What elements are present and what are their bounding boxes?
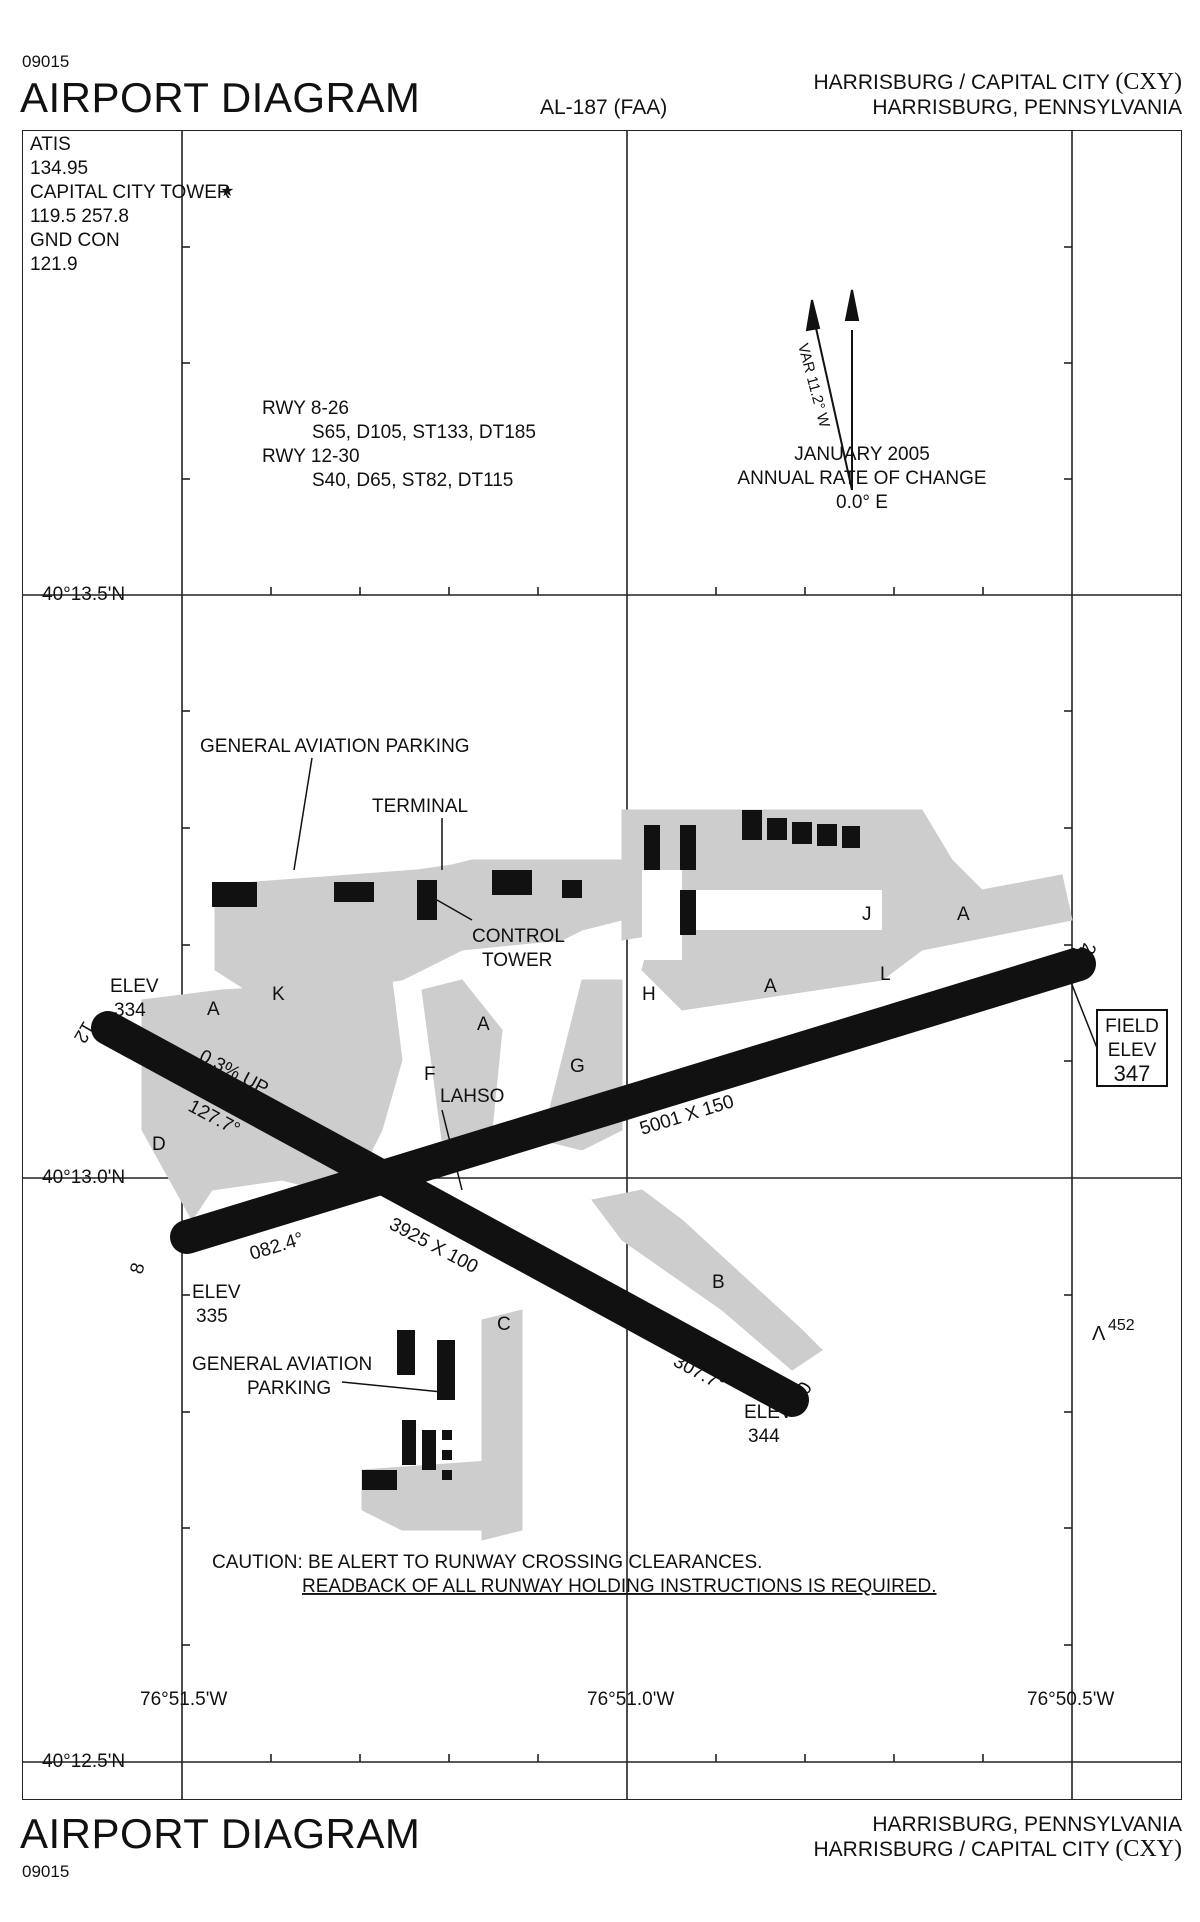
taxiway-f-area — [421, 979, 503, 1141]
chart-code-top: 09015 — [22, 52, 70, 71]
page-title: AIRPORT DIAGRAM — [20, 74, 421, 121]
taxiway-b — [591, 1189, 823, 1371]
elev-label-8: ELEV — [192, 1282, 241, 1303]
runway-8-26 — [170, 947, 1096, 1254]
elev-12: 334 — [114, 1000, 146, 1021]
magnetic-north-arrow — [805, 299, 821, 332]
twy-j: J — [862, 904, 872, 925]
chart-code-bottom: 09015 — [22, 1862, 70, 1881]
twy-d: D — [152, 1134, 166, 1155]
true-north-arrow — [844, 289, 860, 321]
lon-mid: 76°51.0'W — [587, 1689, 674, 1710]
lahso-label: LAHSO — [440, 1086, 504, 1107]
north-arrows — [805, 289, 860, 491]
runways — [91, 941, 1096, 1417]
twy-l: L — [880, 964, 891, 985]
airport-footer: HARRISBURG, PENNSYLVANIA HARRISBURG / CA… — [814, 1812, 1183, 1862]
twy-f: F — [424, 1064, 436, 1085]
gnd-freq: 121.9 — [30, 254, 78, 275]
footer-title: AIRPORT DIAGRAM — [20, 1810, 421, 1857]
map-frame — [22, 130, 1182, 1800]
twy-b: B — [712, 1272, 725, 1293]
airport-id: (CXY) — [1115, 69, 1182, 95]
twy-g: G — [570, 1056, 585, 1077]
airport-location: HARRISBURG, PENNSYLVANIA — [872, 96, 1182, 119]
runway-26-marker — [1073, 941, 1081, 949]
field-elev-value: 347 — [1114, 1061, 1151, 1086]
atis-label: ATIS — [30, 134, 71, 155]
twy-a2: A — [477, 1014, 490, 1035]
field-elev-label: ELEV — [1108, 1040, 1157, 1061]
elev-label-30: ELEV — [744, 1402, 793, 1423]
apron-cutouts — [642, 870, 882, 960]
rwy2-values: S40, D65, ST82, DT115 — [312, 470, 513, 491]
tower-label: CAPITAL CITY TOWER — [30, 182, 231, 203]
mag-date: JANUARY 2005 — [794, 444, 930, 465]
rwy8-label: 8 — [127, 1261, 150, 1277]
field-elev-box — [1096, 1009, 1168, 1087]
ga-parking-south-2: PARKING — [247, 1378, 331, 1399]
twy-c: C — [497, 1314, 511, 1335]
footer-airport-id: (CXY) — [1115, 1836, 1182, 1862]
star-icon: ★ — [220, 183, 234, 200]
mag-rate-value: 0.0° E — [836, 492, 888, 513]
elev-8: 335 — [196, 1306, 228, 1327]
field-label: FIELD — [1105, 1016, 1159, 1037]
terminal-label: TERMINAL — [372, 796, 468, 817]
twy-a1: A — [207, 999, 220, 1020]
airport-header: HARRISBURG / CAPITAL CITY (CXY) HARRISBU… — [814, 70, 1183, 120]
footer-location: HARRISBURG, PENNSYLVANIA — [872, 1813, 1182, 1836]
twy-k: K — [272, 984, 285, 1005]
elev-label-12: ELEV — [110, 976, 159, 997]
twy-a4: A — [957, 904, 970, 925]
lat-bottom: 40°12.5'N — [42, 1751, 125, 1772]
obstacle-icon: Λ — [1092, 1323, 1106, 1345]
lon-left: 76°51.5'W — [140, 1689, 227, 1710]
twy-a3: A — [764, 976, 777, 997]
rwy2-label: RWY 12-30 — [262, 446, 360, 467]
mag-rate-label: ANNUAL RATE OF CHANGE — [737, 468, 986, 489]
atis-freq: 134.95 — [30, 158, 88, 179]
tower-label-map: TOWER — [482, 950, 552, 971]
leader-lines — [293, 757, 1098, 1393]
caution-line2: READBACK OF ALL RUNWAY HOLDING INSTRUCTI… — [302, 1576, 937, 1597]
tower-freq: 119.5 257.8 — [30, 206, 129, 227]
obstacle-height: 452 — [1108, 1317, 1135, 1334]
rwy1-label: RWY 8-26 — [262, 398, 349, 419]
caution-line1: CAUTION: BE ALERT TO RUNWAY CROSSING CLE… — [212, 1552, 762, 1573]
ga-parking-north: GENERAL AVIATION PARKING — [200, 736, 470, 757]
footer-airport-name: HARRISBURG / CAPITAL CITY — [813, 1838, 1110, 1861]
airport-name: HARRISBURG / CAPITAL CITY — [813, 71, 1110, 94]
buildings — [212, 810, 860, 1490]
lat-mid: 40°13.0'N — [42, 1167, 125, 1188]
lat-top: 40°13.5'N — [42, 584, 125, 605]
runway-12-30 — [91, 1011, 809, 1417]
twy-h: H — [642, 984, 656, 1005]
lon-right: 76°50.5'W — [1027, 1689, 1114, 1710]
rwy1-values: S65, D105, ST133, DT185 — [312, 422, 536, 443]
control-label: CONTROL — [472, 926, 565, 947]
ga-parking-south-1: GENERAL AVIATION — [192, 1354, 372, 1375]
airport-diagram-map: ATIS 134.95 CAPITAL CITY TOWER ★ 119.5 2… — [22, 130, 1182, 1800]
elev-30: 344 — [748, 1426, 780, 1447]
gnd-label: GND CON — [30, 230, 120, 251]
document-id: AL-187 (FAA) — [540, 96, 668, 119]
